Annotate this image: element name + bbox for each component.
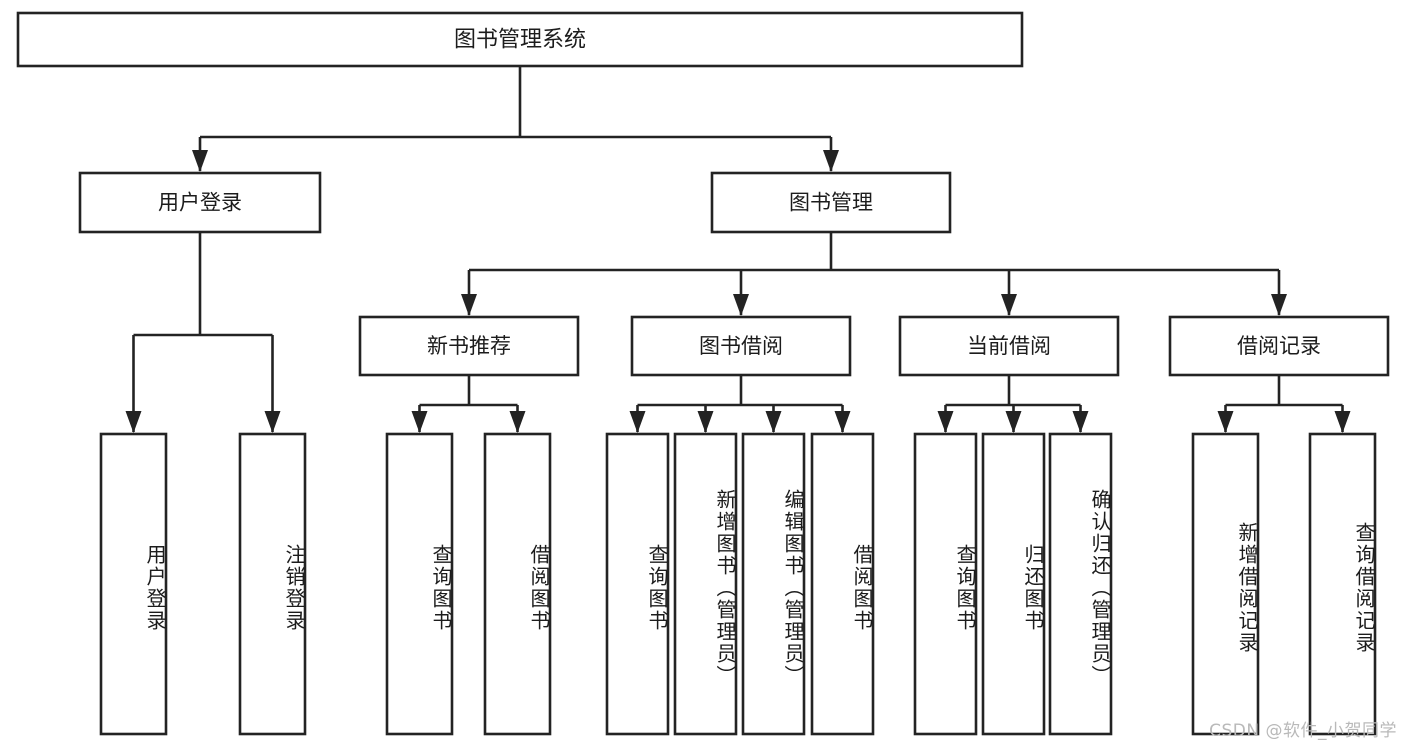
node-box-leaf-add-record[interactable]: [1191, 432, 1260, 736]
arrow-head-icon: [1217, 411, 1234, 433]
node-box-leaf-edit-book[interactable]: [741, 432, 806, 736]
node-box-root[interactable]: [16, 11, 1024, 68]
arrow-head-icon: [1271, 294, 1287, 316]
csdn-watermark: CSDN @软件_小贺同学: [1209, 721, 1397, 741]
node-label-book-borrow: 图书借阅: [699, 334, 783, 358]
node-box-leaf-borrow-book-1[interactable]: [483, 432, 552, 736]
node-box-new-book-recommend[interactable]: [358, 315, 580, 377]
node-box-leaf-user-logout[interactable]: [238, 432, 307, 736]
node-label-current-borrow: 当前借阅: [967, 334, 1051, 358]
arrow-head-icon: [834, 411, 851, 433]
node-label-borrow-record: 借阅记录: [1237, 334, 1321, 358]
arrow-head-icon: [509, 411, 526, 433]
arrow-head-icon: [1334, 411, 1351, 433]
node-box-leaf-confirm-return[interactable]: [1048, 432, 1113, 736]
arrow-head-icon: [697, 411, 714, 433]
arrow-head-icon: [765, 411, 782, 433]
node-box-user-login[interactable]: [78, 171, 322, 234]
node-box-leaf-add-book[interactable]: [673, 432, 738, 736]
node-box-leaf-user-login[interactable]: [99, 432, 168, 736]
arrow-head-icon: [1005, 411, 1022, 433]
arrow-head-icon: [733, 294, 749, 316]
arrow-head-icon: [125, 411, 142, 433]
node-label-user-login: 用户登录: [158, 191, 242, 215]
arrow-head-icon: [823, 150, 839, 172]
node-box-leaf-query-book-2[interactable]: [605, 432, 670, 736]
arrow-head-icon: [264, 411, 281, 433]
node-label-root: 图书管理系统: [454, 28, 586, 53]
arrow-head-icon: [937, 411, 954, 433]
arrow-head-icon: [1072, 411, 1089, 433]
node-label-new-book-recommend: 新书推荐: [427, 334, 511, 358]
arrow-head-icon: [629, 411, 646, 433]
arrow-head-icon: [1001, 294, 1017, 316]
node-box-leaf-return-book[interactable]: [981, 432, 1046, 736]
node-box-leaf-borrow-book-2[interactable]: [810, 432, 875, 736]
arrow-head-icon: [461, 294, 477, 316]
arrow-head-icon: [411, 411, 428, 433]
node-box-current-borrow[interactable]: [898, 315, 1120, 377]
node-box-leaf-query-book-3[interactable]: [913, 432, 978, 736]
node-box-leaf-query-record[interactable]: [1308, 432, 1377, 736]
node-box-leaf-query-book-1[interactable]: [385, 432, 454, 736]
arrow-head-icon: [192, 150, 208, 172]
node-label-book-manage: 图书管理: [789, 191, 873, 215]
